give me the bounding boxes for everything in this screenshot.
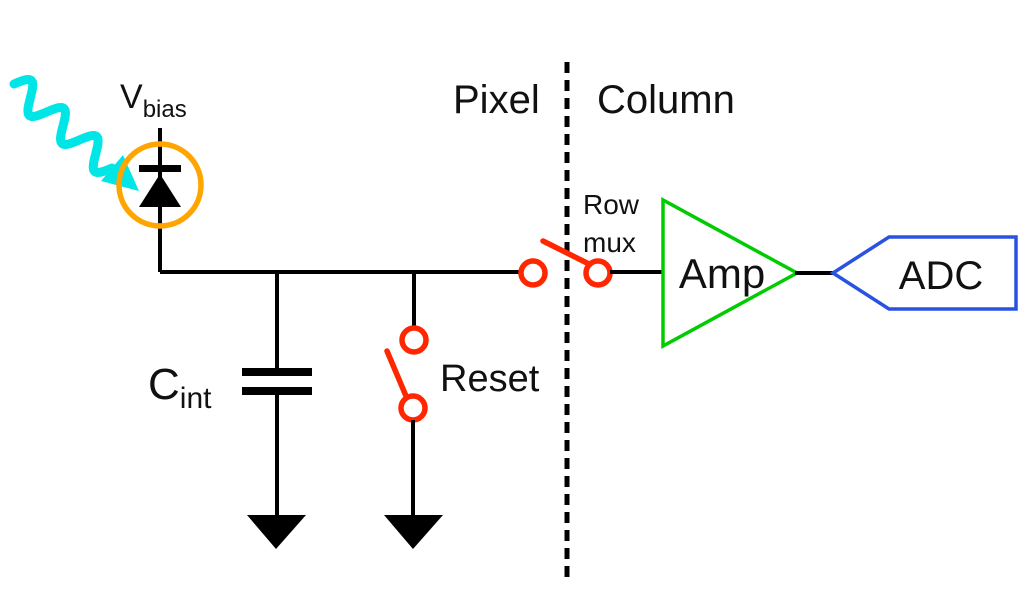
diode-anode-triangle: [139, 174, 181, 207]
photodiode: [116, 128, 204, 272]
pixel-region-label: Pixel: [453, 78, 540, 122]
capacitor-top-plate: [242, 368, 312, 376]
ground-symbol-icon: [384, 515, 443, 549]
adc-label: ADC: [899, 254, 983, 298]
row-mux-right-contact: [583, 258, 613, 288]
row-mux-left-contact: [518, 258, 548, 288]
cint-label: Cint: [148, 360, 212, 415]
reset-switch: [384, 270, 443, 549]
vbias-label: Vbias: [120, 78, 187, 123]
ground-symbol-icon: [247, 515, 306, 549]
adc: ADC: [829, 235, 1018, 311]
reset-label: Reset: [440, 358, 540, 400]
photon-squiggle: [9, 75, 117, 177]
amp-triangle: [661, 197, 801, 349]
integration-capacitor: [242, 270, 312, 549]
row-mux-lever: [540, 238, 592, 267]
photodiode-ring: [116, 141, 204, 229]
row-mux-switch: [518, 238, 613, 288]
row-mux-label-line2: mux: [583, 227, 636, 258]
reset-switch-lever: [384, 348, 409, 399]
capacitor-bottom-plate: [242, 387, 312, 395]
row-mux-label-line1: Row: [583, 189, 640, 220]
adc-shape: [829, 235, 1018, 311]
reset-switch-top-contact: [399, 325, 429, 355]
amplifier: Amp: [661, 197, 801, 349]
amp-label: Amp: [679, 250, 765, 297]
column-region-label: Column: [597, 78, 735, 122]
diode-cathode-bar: [139, 165, 181, 172]
reset-switch-bottom-contact: [398, 393, 428, 423]
